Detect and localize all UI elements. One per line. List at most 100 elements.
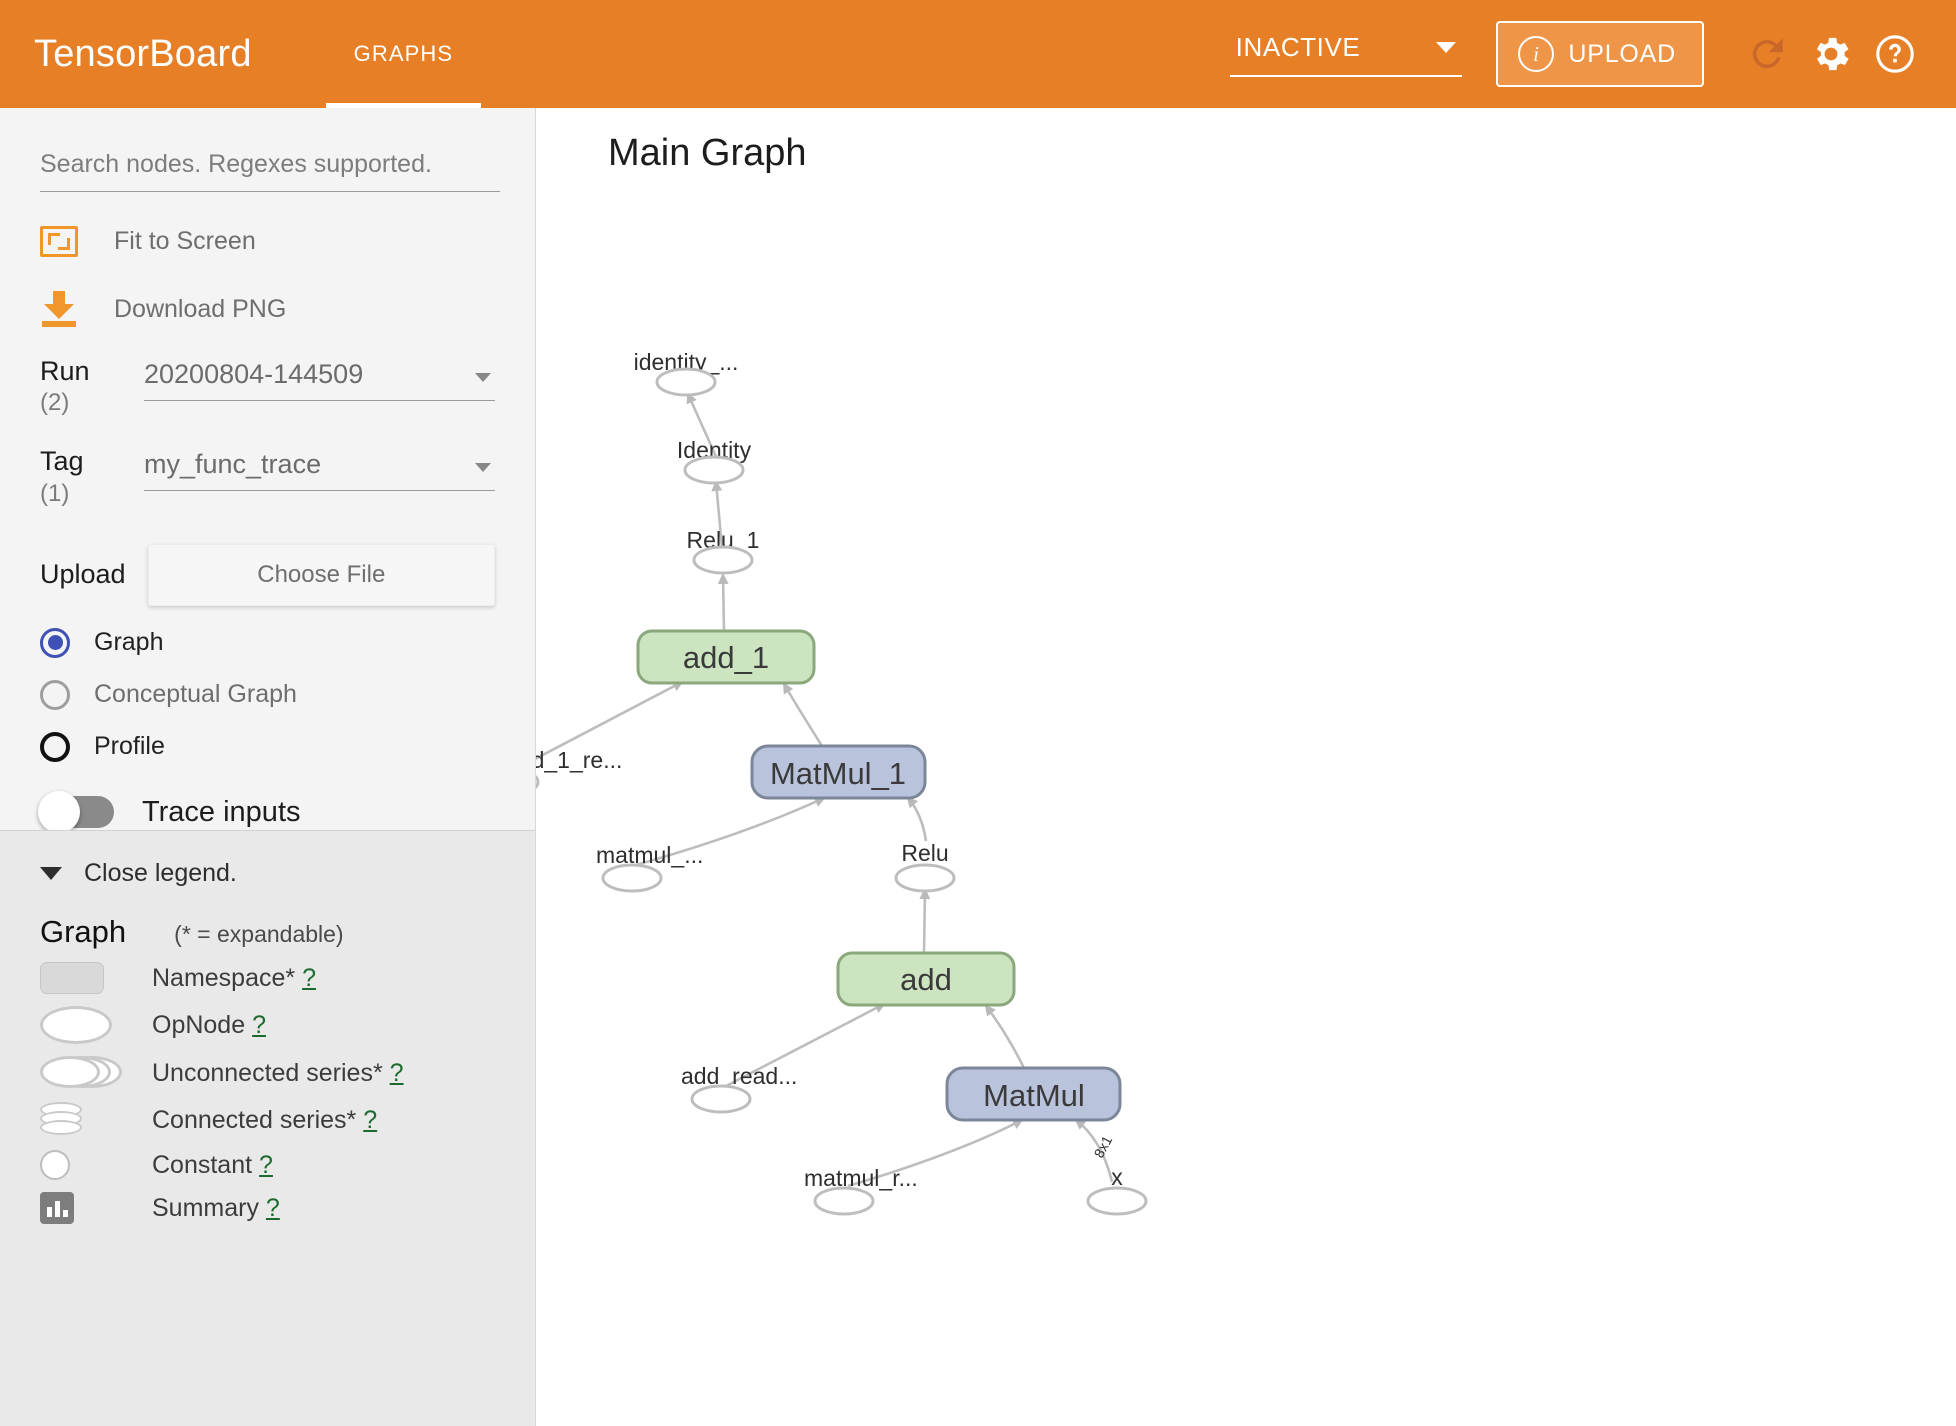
graph-node-x[interactable]: x <box>1086 1164 1148 1216</box>
app-brand: TensorBoard <box>34 32 252 75</box>
graph-node-add[interactable]: add <box>836 951 1016 1007</box>
edge-x-MatMul <box>1074 1118 1114 1183</box>
node-label-matmul: MatMul <box>983 1078 1085 1113</box>
node-label-matmul-1: MatMul_1 <box>770 756 906 791</box>
graph-node-relu-1[interactable]: Relu_1 <box>687 527 760 575</box>
refresh-icon[interactable] <box>1740 27 1794 81</box>
close-legend-button[interactable]: Close legend. <box>40 859 496 888</box>
radio-conceptual-graph[interactable]: Conceptual Graph <box>40 679 495 710</box>
run-dropdown[interactable]: 20200804-144509 <box>144 359 495 401</box>
tag-field-label: Tag (1) <box>40 447 144 507</box>
run-label-text: Run <box>40 356 90 386</box>
node-label-x: x <box>1111 1164 1123 1190</box>
node-label-matmul-read-1: matmul_... <box>596 842 703 868</box>
graph-node-matmul-read-1[interactable]: matmul_... <box>596 842 703 893</box>
graph-edges <box>536 392 1114 1188</box>
legend-item-connected-series: Connected series* ? <box>40 1102 496 1138</box>
legend-heading-row: Graph (* = expandable) <box>40 914 496 950</box>
node-label-relu: Relu <box>901 840 948 866</box>
graph-node-matmul-read[interactable]: matmul_r... <box>804 1165 918 1216</box>
legend-help-unconnected-series[interactable]: ? <box>389 1058 404 1087</box>
legend-expandable-note: (* = expandable) <box>174 921 344 947</box>
graph-node-identity[interactable]: Identity <box>677 437 752 485</box>
graph-node-add-1[interactable]: add_1 <box>636 629 816 685</box>
chevron-down-icon <box>475 463 491 473</box>
graph-node-identity-out[interactable]: identity_... <box>634 349 739 397</box>
run-field: Run (2) 20200804-144509 <box>40 357 495 417</box>
search-input[interactable] <box>40 146 500 192</box>
graph-node-matmul-1[interactable]: MatMul_1 <box>750 744 927 800</box>
tab-graphs[interactable]: GRAPHS <box>325 0 482 108</box>
node-shape-relu <box>894 863 956 893</box>
fit-to-screen-button[interactable]: Fit to Screen <box>40 226 495 257</box>
upload-button[interactable]: i UPLOAD <box>1496 21 1704 87</box>
fit-to-screen-icon <box>40 226 78 257</box>
legend-help-namespace[interactable]: ? <box>302 963 316 992</box>
legend-help-opnode[interactable]: ? <box>252 1010 266 1039</box>
node-label-add-read: add_read... <box>681 1063 797 1089</box>
legend-help-constant[interactable]: ? <box>259 1150 273 1179</box>
edge-label-x-matmul: 8x1 <box>1091 1133 1116 1161</box>
radio-graph[interactable]: Graph <box>40 627 495 658</box>
graph-node-add-1-read[interactable]: add_1_re... <box>536 747 622 795</box>
legend-item-opnode: OpNode ? <box>40 1006 496 1044</box>
run-count: (2) <box>40 389 70 417</box>
graph-node-relu[interactable]: Relu <box>894 840 956 893</box>
download-png-button[interactable]: Download PNG <box>40 291 495 327</box>
run-state-dropdown[interactable]: INACTIVE <box>1229 31 1463 77</box>
unconnected-series-swatch-icon <box>40 1056 152 1090</box>
node-shape-identity-out <box>655 367 717 397</box>
legend-help-connected-series[interactable]: ? <box>363 1105 378 1134</box>
upload-label: Upload <box>40 559 126 590</box>
radio-graph-indicator <box>40 627 70 658</box>
legend-label-summary: Summary <box>152 1193 259 1222</box>
edge-add_1_read-add_1 <box>536 680 684 760</box>
node-label-add-1-read: add_1_re... <box>536 747 622 773</box>
tag-dropdown[interactable]: my_func_trace <box>144 449 495 492</box>
run-state-value: INACTIVE <box>1235 31 1361 62</box>
radio-profile[interactable]: Profile <box>40 731 495 762</box>
choose-file-button[interactable]: Choose File <box>147 543 495 606</box>
close-legend-label: Close legend. <box>84 859 237 887</box>
sidebar: Fit to Screen Download PNG Run (2) 20200… <box>0 108 536 1426</box>
top-app-bar: TensorBoard GRAPHS INACTIVE i UPLOAD <box>0 0 1956 108</box>
radio-profile-label: Profile <box>94 732 165 761</box>
edge-add_1-Relu_1 <box>717 573 729 632</box>
radio-graph-label: Graph <box>94 628 164 657</box>
radio-profile-indicator <box>40 731 70 762</box>
gear-icon[interactable] <box>1804 27 1858 81</box>
upload-button-label: UPLOAD <box>1568 39 1676 68</box>
graph-node-add-read[interactable]: add_read... <box>681 1063 797 1114</box>
legend-item-constant: Constant ? <box>40 1150 496 1180</box>
node-shape-x <box>1086 1186 1148 1216</box>
edge-MatMul_1-add_1 <box>782 682 824 747</box>
legend-label-unconnected-series: Unconnected series* <box>152 1058 383 1087</box>
chevron-down-icon <box>475 373 491 382</box>
legend-help-summary[interactable]: ? <box>265 1193 280 1222</box>
node-shape-matmul-read <box>813 1186 875 1216</box>
legend-panel: Close legend. Graph (* = expandable) Nam… <box>0 830 535 1426</box>
node-shape-relu-1 <box>692 545 754 575</box>
tag-field: Tag (1) my_func_trace <box>40 447 495 507</box>
tag-dropdown-value: my_func_trace <box>144 449 322 480</box>
opnode-swatch-icon <box>40 1006 152 1044</box>
edge-label-text: 8x1 <box>1091 1133 1116 1161</box>
toggle-trace-inputs[interactable]: Trace inputs <box>38 791 495 834</box>
graph-canvas[interactable]: Main Graph <box>536 108 1956 1426</box>
help-icon[interactable] <box>1868 27 1922 81</box>
edge-Relu-MatMul_1 <box>906 796 928 842</box>
legend-heading: Graph <box>40 914 127 949</box>
fit-to-screen-label: Fit to Screen <box>114 227 256 255</box>
run-dropdown-value: 20200804-144509 <box>144 359 364 389</box>
toggle-trace-inputs-label: Trace inputs <box>142 795 301 828</box>
edge-matmul_read-MatMul <box>847 1118 1024 1188</box>
page-title: Main Graph <box>608 132 807 174</box>
graph-node-matmul[interactable]: MatMul <box>945 1066 1122 1122</box>
node-shape-add-1 <box>636 629 816 685</box>
graph-svg[interactable]: 8x1 identity_... Identity Relu_1 <box>536 108 1956 1426</box>
legend-label-connected-series: Connected series* <box>152 1105 357 1134</box>
upload-field: Upload Choose File <box>40 543 495 606</box>
radio-conceptual-graph-label: Conceptual Graph <box>94 680 297 709</box>
legend-item-namespace: Namespace* ? <box>40 962 496 994</box>
tag-count: (1) <box>40 479 70 507</box>
